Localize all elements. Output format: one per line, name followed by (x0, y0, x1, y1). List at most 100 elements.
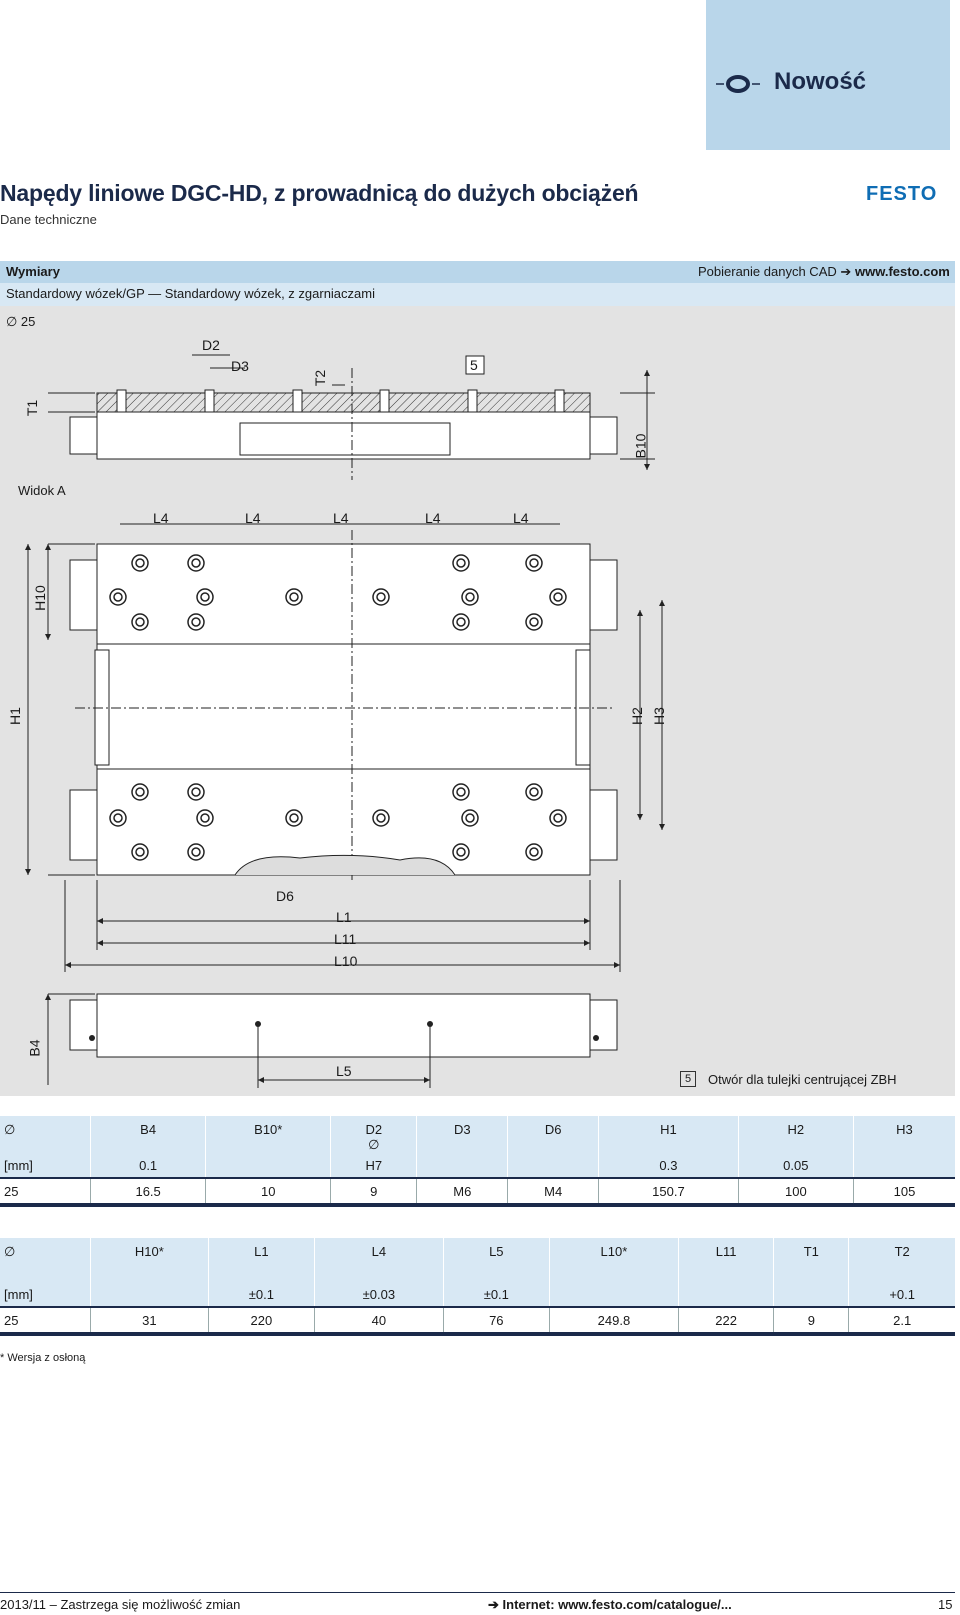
table-cell: +0.1 (848, 1282, 955, 1307)
table-header-cell: D2∅ (330, 1116, 417, 1153)
dim-label-l4-1: L4 (153, 510, 169, 526)
footnote: * Wersja z osłoną (0, 1352, 86, 1364)
table-cell: 0.05 (737, 1153, 854, 1178)
table-cell: 9 (773, 1306, 849, 1336)
table-header-cell: D3 (416, 1116, 508, 1153)
dim-label-h2: H2 (628, 707, 645, 725)
table-cell (90, 1282, 209, 1307)
footer-link-text[interactable]: Internet: www.festo.com/catalogue/... (502, 1597, 732, 1612)
table-header-cell: ∅ (0, 1238, 91, 1282)
cad-download-link[interactable]: www.festo.com (855, 264, 950, 279)
mounting-hole-inner (113, 592, 123, 602)
arrow-right-icon: ➔ (488, 1597, 499, 1612)
table-cell: 25 (0, 1177, 91, 1207)
section-variant-bar (0, 283, 955, 306)
dim-label-b4: B4 (26, 1039, 43, 1057)
mounting-hole-inner (135, 847, 145, 857)
dim-label-h10: H10 (31, 585, 48, 611)
dim-label-d2: D2 (202, 337, 220, 353)
dim-label-l4-5: L4 (513, 510, 529, 526)
mounting-hole-inner (529, 787, 539, 797)
table-cell (416, 1153, 508, 1178)
table-header-cell: L5 (442, 1238, 550, 1282)
table-header-cell: H3 (852, 1116, 955, 1153)
mounting-hole-inner (529, 617, 539, 627)
header-subtext: ∅ (368, 1137, 380, 1152)
festo-logo: FESTO (866, 183, 938, 205)
table-cell (677, 1282, 774, 1307)
table-cell: [mm] (0, 1153, 91, 1178)
mounting-hole-inner (553, 813, 563, 823)
page-number: 15 (938, 1597, 953, 1612)
table-cell: 0.1 (89, 1153, 206, 1178)
table-cell (773, 1282, 849, 1307)
table-cell: ±0.03 (314, 1282, 444, 1307)
dim-label-d6: D6 (276, 888, 294, 904)
table-header-cell: L1 (207, 1238, 315, 1282)
mounting-hole-inner (529, 847, 539, 857)
page-subtitle: Dane techniczne (0, 212, 97, 227)
dim-label-t2: T2 (312, 369, 329, 387)
dim-label-d3: D3 (231, 358, 249, 374)
table-cell: 76 (442, 1306, 550, 1336)
mounting-hole-inner (456, 558, 466, 568)
table-header-cell: H2 (737, 1116, 854, 1153)
mounting-hole-inner (191, 617, 201, 627)
new-badge: Nowość (706, 0, 950, 150)
mounting-hole-inner (200, 813, 210, 823)
mounting-hole-inner (191, 787, 201, 797)
table-cell: M6 (416, 1177, 508, 1207)
footer-link[interactable]: ➔ Internet: www.festo.com/catalogue/... (488, 1597, 732, 1613)
table-header-cell: ∅ (0, 1116, 91, 1153)
cad-download-label: Pobieranie danych CAD ➔ (698, 264, 851, 280)
table-cell: 25 (0, 1306, 91, 1336)
mounting-hole-inner (289, 813, 299, 823)
new-icon (716, 75, 760, 93)
mounting-hole-inner (191, 558, 201, 568)
dim-label-l4-3: L4 (333, 510, 349, 526)
table-cell: [mm] (0, 1282, 91, 1307)
table-cell: 150.7 (598, 1177, 739, 1207)
table-header-cell: L4 (314, 1238, 444, 1282)
table-unit-row: [mm] 0.1 H7 0.3 0.05 (0, 1153, 955, 1178)
table-cell: 16.5 (89, 1177, 206, 1207)
mounting-hole-inner (200, 592, 210, 602)
new-badge-label: Nowość (774, 68, 867, 95)
dim-label-l4-2: L4 (245, 510, 261, 526)
table-header-cell: H1 (598, 1116, 739, 1153)
mounting-hole-inner (465, 813, 475, 823)
size-label: ∅ 25 (6, 314, 36, 329)
table-header-cell: T1 (773, 1238, 849, 1282)
table-cell: 249.8 (548, 1306, 679, 1336)
mounting-hole-inner (456, 617, 466, 627)
mounting-hole-inner (113, 813, 123, 823)
table-cell: 10 (205, 1177, 331, 1207)
section-title: Wymiary (6, 264, 60, 279)
dim-label-l10: L10 (334, 953, 358, 969)
dim-label-l4-4: L4 (425, 510, 441, 526)
footer-divider (0, 1592, 955, 1593)
table-header-cell: D6 (507, 1116, 599, 1153)
mounting-hole-inner (135, 787, 145, 797)
page-title: Napędy liniowe DGC-HD, z prowadnicą do d… (0, 180, 639, 206)
table-header-cell: B10* (205, 1116, 331, 1153)
table-header-cell: H10* (90, 1238, 209, 1282)
table-cell: M4 (507, 1177, 599, 1207)
note-text: Otwór dla tulejki centrującej ZBH (708, 1072, 897, 1087)
technical-drawing (25, 354, 665, 1088)
mounting-hole-inner (376, 813, 386, 823)
table-header-cell: L11 (677, 1238, 774, 1282)
footer-date: 2013/11 – Zastrzega się możliwość zmian (0, 1597, 241, 1612)
view-a-label: Widok A (18, 483, 66, 498)
table-cell: 105 (852, 1177, 955, 1207)
table-cell: 40 (314, 1306, 444, 1336)
callout-number: 5 (470, 357, 478, 373)
cad-label-text: Pobieranie danych CAD (698, 264, 837, 279)
dim-label-l5: L5 (336, 1063, 352, 1079)
table-cell: 31 (90, 1306, 209, 1336)
table-cell: ±0.1 (207, 1282, 315, 1307)
table-cell: 220 (207, 1306, 315, 1336)
mounting-hole-inner (191, 847, 201, 857)
mounting-hole-inner (456, 847, 466, 857)
mounting-hole-inner (376, 592, 386, 602)
